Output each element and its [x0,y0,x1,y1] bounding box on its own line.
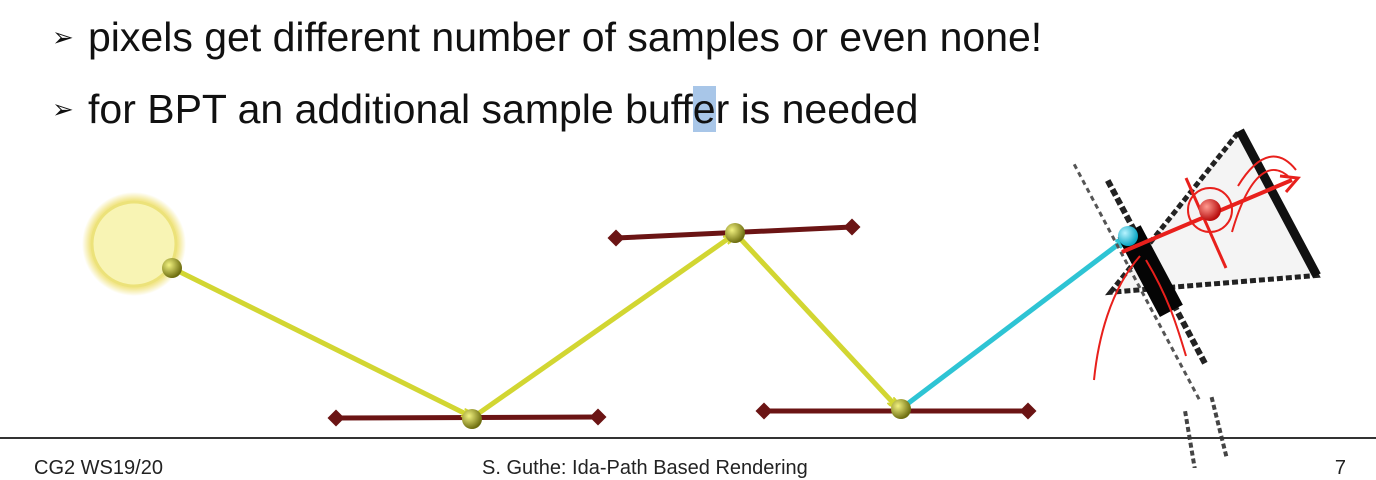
bullet-text-pre: for BPT an additional sample buff [88,86,693,132]
camera-vertex [1118,226,1138,246]
footer-left: CG2 WS19/20 [34,457,163,479]
bullet-text: for BPT an additional sample buffer is n… [88,86,918,133]
camera-eye-icon [1072,126,1321,468]
camera-path-segment [900,240,1124,410]
path-vertex-1 [462,409,482,429]
footer-center: S. Guthe: Ida-Path Based Rendering [482,457,808,479]
bullet-1: ➢ pixels get different number of samples… [52,14,1042,61]
path-vertex-2 [725,223,745,243]
path-vertex-3 [891,399,911,419]
bullet-marker: ➢ [52,94,74,124]
path-diagram [82,126,1321,468]
path-segment-3 [734,232,896,406]
bullet-2: ➢ for BPT an additional sample buffer is… [52,86,918,133]
bullet-text-post: r is needed [715,86,919,132]
text-selection-highlight: e [692,86,716,132]
path-segment-2 [470,236,732,421]
bullet-text: pixels get different number of samples o… [88,14,1043,60]
bullet-marker: ➢ [52,22,74,52]
path-segment-1 [170,265,470,416]
slide-footer: CG2 WS19/20 S. Guthe: Ida-Path Based Ren… [0,437,1376,479]
light-vertex [162,258,182,278]
light-source-icon [82,192,186,296]
page-number: 7 [1334,457,1346,479]
